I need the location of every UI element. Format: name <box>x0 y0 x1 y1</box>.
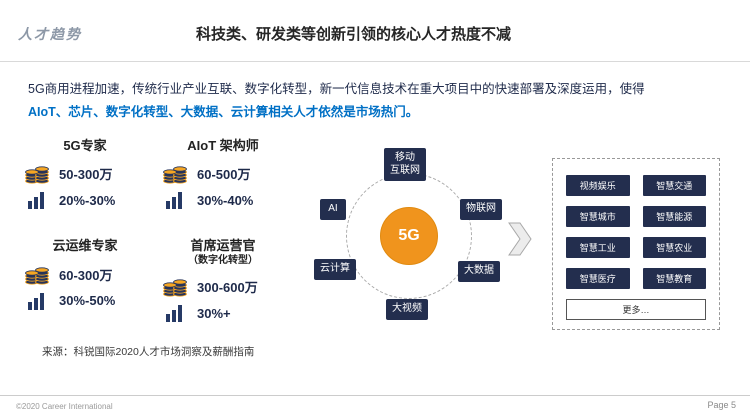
app-smart-industry: 智慧工业 <box>566 237 630 258</box>
growth-row: 30%+ <box>162 304 320 322</box>
node-ai: AI <box>320 199 346 220</box>
stat-title: 5G专家 <box>63 138 107 153</box>
5g-center-node: 5G <box>380 207 438 265</box>
bar-chart-icon <box>162 191 188 210</box>
stat-title: 云运维专家 <box>52 238 118 254</box>
coins-icon <box>24 264 50 285</box>
node-mobile-internet: 移动 互联网 <box>384 148 426 181</box>
app-smart-agriculture: 智慧农业 <box>642 237 706 258</box>
node-big-data: 大数据 <box>458 261 500 282</box>
node-cloud-computing: 云计算 <box>314 259 356 280</box>
coins-icon <box>162 276 188 297</box>
growth-row: 30%-40% <box>162 191 320 210</box>
stat-coo-digital: 首席运营官 （数字化转型） 300- <box>162 238 320 329</box>
salary-value: 50-300万 <box>59 167 113 183</box>
growth-value: 30%+ <box>197 305 231 321</box>
salary-value: 60-300万 <box>59 267 113 283</box>
node-big-video: 大视频 <box>386 299 428 320</box>
app-smart-city: 智慧城市 <box>566 206 630 227</box>
section-eyebrow: 人才趋势 <box>18 26 82 42</box>
intro-text: 5G商用进程加速，传统行业产业互联、数字化转型，新一代信息技术在重大项目中的快速… <box>28 82 645 96</box>
stat-aiot-architect: AIoT 架构师 60-500万 <box>162 138 320 216</box>
app-smart-education: 智慧教育 <box>642 268 706 289</box>
growth-row: 30%-50% <box>24 292 162 310</box>
app-more: 更多… <box>566 299 706 320</box>
5g-ecosystem-diagram: 5G 移动 互联网 AI 物联网 云计算 大数据 大视频 <box>300 146 532 328</box>
growth-row: 20%-30% <box>24 191 162 210</box>
copyright-text: ©2020 Career International <box>16 402 113 411</box>
salary-row: 50-300万 <box>24 163 162 184</box>
growth-value: 20%-30% <box>59 192 116 208</box>
coins-icon <box>24 163 50 184</box>
intro-paragraph: 5G商用进程加速，传统行业产业互联、数字化转型，新一代信息技术在重大项目中的快速… <box>28 78 730 124</box>
bar-chart-icon <box>162 304 188 322</box>
applications-panel: 视频娱乐 智慧交通 智慧城市 智慧能源 智慧工业 智慧农业 智慧医疗 智慧教育 … <box>552 158 720 330</box>
salary-row: 60-300万 <box>24 264 162 285</box>
app-smart-energy: 智慧能源 <box>642 206 706 227</box>
growth-value: 30%-40% <box>197 192 254 208</box>
coins-icon <box>162 163 188 184</box>
app-smart-transport: 智慧交通 <box>642 175 706 196</box>
app-smart-medical: 智慧医疗 <box>566 268 630 289</box>
page-title: 科技类、研发类等创新引领的核心人才热度不减 <box>196 26 512 43</box>
salary-value: 60-500万 <box>197 167 251 183</box>
growth-value: 30%-50% <box>59 293 116 308</box>
header-divider <box>0 61 750 62</box>
page-number: Page 5 <box>707 400 736 410</box>
stat-cloud-ops-expert: 云运维专家 60-300万 <box>24 238 162 329</box>
stat-5g-expert: 5G专家 50-300万 <box>24 138 162 216</box>
footer-divider <box>0 395 750 396</box>
stat-title: AIoT 架构师 <box>187 138 259 153</box>
intro-highlight-text: AIoT、芯片、数字化转型、大数据、云计算相关人才依然是市场热门。 <box>28 105 419 120</box>
salary-row: 300-600万 <box>162 276 320 297</box>
salary-row: 60-500万 <box>162 163 320 184</box>
right-arrow-icon <box>507 221 533 262</box>
talent-stats-grid: 5G专家 50-300万 <box>24 138 320 329</box>
app-video-entertainment: 视频娱乐 <box>566 175 630 196</box>
salary-value: 300-600万 <box>197 280 258 295</box>
bar-chart-icon <box>24 191 50 210</box>
source-note: 来源：科锐国际2020人才市场洞察及薪酬指南 <box>42 346 255 358</box>
stat-subtitle: （数字化转型） <box>188 254 258 266</box>
bar-chart-icon <box>24 292 50 310</box>
stat-title: 首席运营官 （数字化转型） <box>162 238 284 267</box>
node-iot: 物联网 <box>460 199 502 220</box>
